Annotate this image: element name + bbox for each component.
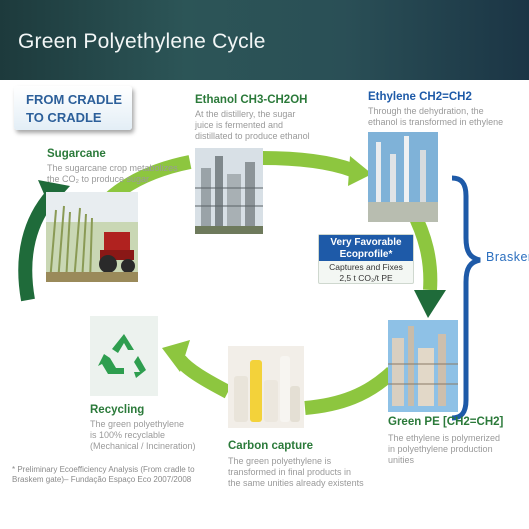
ethylene-desc-line-2: ethanol is transformed in ethylene	[368, 117, 503, 128]
ethanol-desc-line-3: distillated to produce ethanol	[195, 131, 310, 142]
sugarcane-desc-line-2: the CO₂ to produce sugar	[47, 174, 178, 185]
ethanol-photo	[195, 148, 263, 234]
green-pe-desc-line-2: in polyethylene production	[388, 444, 500, 455]
arrow-bottom-left-arc	[180, 360, 228, 392]
ethylene-desc: Through the dehydration, the ethanol is …	[368, 106, 503, 128]
arrow-right-arc	[412, 210, 430, 290]
sugarcane-photo	[46, 192, 138, 282]
carbon-capture-desc: The green polyethylene is transformed in…	[228, 456, 364, 489]
ethanol-desc-line-1: At the distillery, the sugar	[195, 109, 310, 120]
sugarcane-desc-line-1: The sugarcane crop metabolizes	[47, 163, 178, 174]
green-pe-desc: The ethylene is polymerized in polyethyl…	[388, 433, 500, 466]
ethylene-title: Ethylene CH2=CH2	[368, 91, 472, 103]
sugarcane-title: Sugarcane	[47, 148, 106, 160]
green-pe-title: Green PE [CH2=CH2]	[388, 416, 503, 428]
carbon-capture-desc-line-2: transformed in final products in	[228, 467, 364, 478]
arrow-right-head	[414, 290, 446, 318]
ethylene-desc-line-1: Through the dehydration, the	[368, 106, 503, 117]
carbon-capture-photo	[228, 346, 304, 428]
recycle-icon	[90, 316, 158, 396]
ecoprofile-header: Very Favorable Ecoprofile*	[319, 235, 413, 261]
ecoprofile-box: Very Favorable Ecoprofile* Captures and …	[318, 234, 414, 284]
ecoprofile-line-4: 2,5 t CO₂/t PE	[319, 273, 413, 284]
ecoprofile-line-1: Very Favorable	[319, 237, 413, 249]
ethanol-desc-line-2: juice is fermented and	[195, 120, 310, 131]
sugarcane-desc: The sugarcane crop metabolizes the CO₂ t…	[47, 163, 178, 185]
arrow-bottom-right-arc	[305, 372, 392, 408]
recycling-desc-line-1: The green polyethylene	[90, 419, 196, 430]
recycling-desc-line-2: is 100% recyclable	[90, 430, 196, 441]
carbon-capture-desc-line-3: the same unities already existents	[228, 478, 364, 489]
brand-logo: Brasken	[486, 250, 529, 264]
footnote: * Preliminary Ecoefficiency Analysis (Fr…	[12, 465, 227, 485]
ecoprofile-body: Captures and Fixes 2,5 t CO₂/t PE	[319, 261, 413, 284]
recycling-desc-line-3: (Mechanical / Incineration)	[90, 441, 196, 452]
ecoprofile-line-2: Ecoprofile*	[319, 249, 413, 261]
green-pe-photo	[388, 320, 458, 412]
ecoprofile-line-3: Captures and Fixes	[319, 262, 413, 273]
ethanol-title: Ethanol CH3-CH2OH	[195, 94, 307, 106]
recycling-panel	[90, 316, 158, 396]
carbon-capture-desc-line-1: The green polyethylene is	[228, 456, 364, 467]
carbon-capture-title: Carbon capture	[228, 440, 313, 452]
arrow-top-arc	[262, 158, 352, 170]
recycling-desc: The green polyethylene is 100% recyclabl…	[90, 419, 196, 452]
ethanol-desc: At the distillery, the sugar juice is fe…	[195, 109, 310, 142]
green-pe-desc-line-1: The ethylene is polymerized	[388, 433, 500, 444]
recycling-title: Recycling	[90, 404, 144, 416]
green-pe-desc-line-3: unities	[388, 455, 500, 466]
ethylene-photo	[368, 132, 438, 222]
